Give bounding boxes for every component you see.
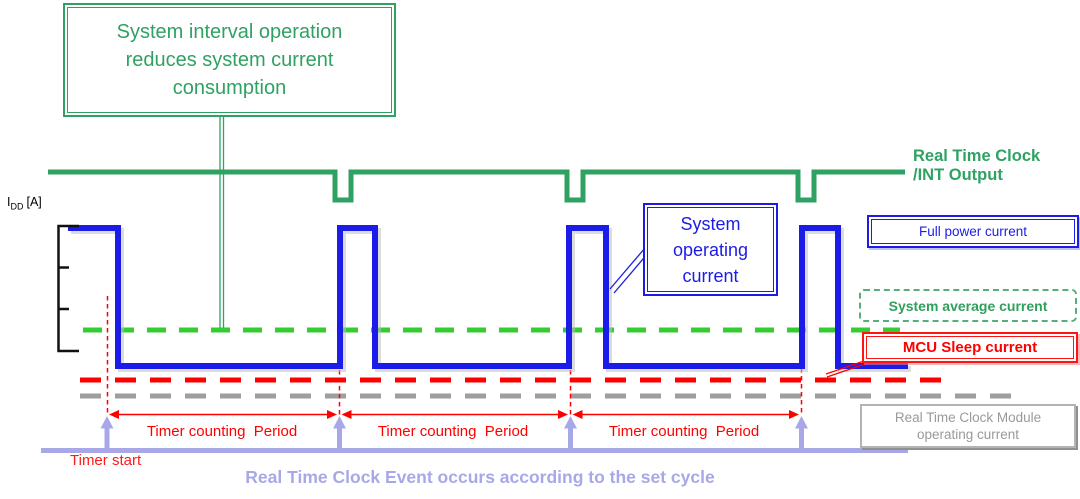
rtc-event-arrow-4 (795, 416, 808, 448)
legend-system-average-current: System average current (859, 289, 1077, 322)
timeline-bar (41, 448, 908, 453)
rtc-int-output-signal (48, 169, 905, 203)
timer-counting-period-label-3: Timer counting Period (608, 423, 760, 440)
y-axis-bracket (57, 224, 79, 353)
callout-connector-line (219, 117, 225, 328)
rtc-event-caption: Real Time Clock Event occurs according t… (245, 467, 715, 487)
timer-counting-period-label-2: Timer counting Period (377, 423, 529, 440)
mcu-sleep-leader (825, 360, 866, 378)
timer-start-label: Timer start (70, 452, 142, 469)
system-operating-current-callout: System operating current (643, 203, 778, 296)
rtc-int-output-label: Real Time Clock /INT Output (913, 147, 1041, 184)
timer-period-arrows (109, 410, 799, 419)
timer-period-arrow-2 (341, 410, 568, 419)
rtc-event-arrow-1 (100, 416, 114, 448)
idd-waveform-shadow (71, 228, 911, 372)
rtc-event-arrow-2 (333, 416, 346, 448)
rtc-event-timeline (41, 416, 908, 453)
legend-mcu-sleep-current: MCU Sleep current (862, 332, 1078, 363)
period-boundary-markers (106, 296, 803, 416)
y-axis-label: IDD[A] (7, 195, 42, 212)
timer-period-arrow-1 (109, 410, 337, 419)
rtc-event-arrow-3 (564, 416, 577, 448)
callout-line: consumption (172, 77, 287, 99)
legend-full-power-current: Full power current (867, 215, 1079, 248)
callout-line: System interval operation (116, 21, 343, 43)
legend-rtc-module-current: Real Time Clock Module operating current (860, 404, 1076, 448)
timer-counting-period-label-1: Timer counting Period (146, 423, 298, 440)
idd-waveform (68, 225, 908, 369)
callout-line: reduces system current (125, 49, 334, 71)
interval-operation-callout: System interval operation reduces system… (63, 3, 396, 117)
timer-period-arrow-3 (572, 410, 799, 419)
